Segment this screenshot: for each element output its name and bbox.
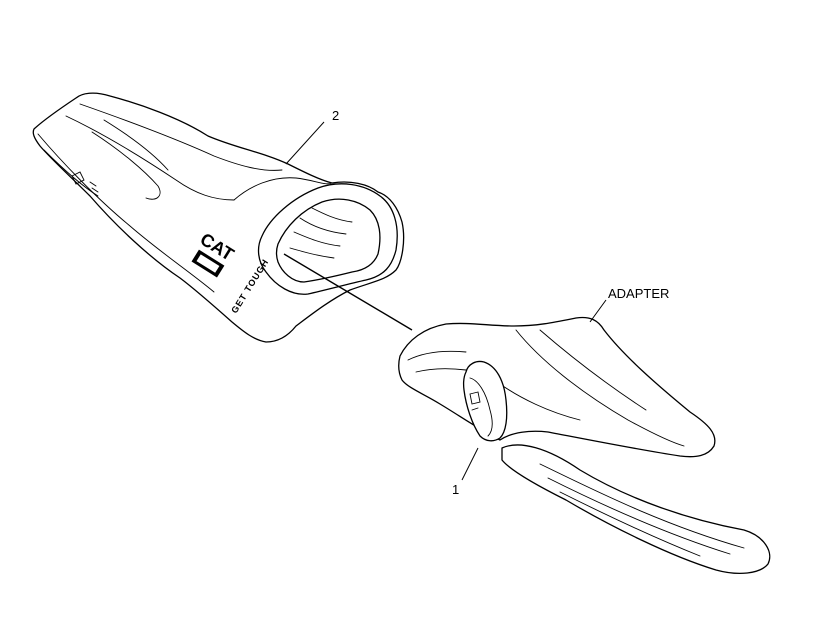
tip-wear-mark-2 [89,181,99,193]
leader-tip [285,121,325,165]
callout-adapter-label: ADAPTER [608,286,669,301]
socket-inner-line-2 [293,231,341,247]
tip-wear-mark [71,171,85,185]
tip-ridge-lower [91,131,161,200]
retainer-pin [462,360,508,442]
tip-ridge-face [103,119,169,171]
adapter-shank-ridge-1 [539,463,745,549]
callout-retainer-number: 1 [452,482,459,497]
tip-ridge-center [65,115,235,201]
adapter-nose-line [407,350,467,361]
adapter-shank-ridge-2 [547,477,731,555]
adapter-shank-ridge-3 [559,491,701,557]
retainer-pin-face [469,377,493,437]
tip-side-edge [37,133,215,293]
cat-logo-badge-inner [196,254,220,273]
adapter [398,316,771,575]
tip-shoulder-line [233,177,333,201]
socket-inner-line-1 [299,217,347,235]
callout-tip-number: 2 [332,108,339,123]
retainer-pin-slot [469,391,481,405]
adapter-nose-line-2 [415,368,467,373]
assembly-line [283,253,413,331]
adapter-body [398,316,716,458]
adapter-side-line [499,383,581,421]
adapter-top-ridge-2 [539,329,647,411]
leader-retainer [461,447,479,481]
bucket-tip: CAT GET TOUGH [32,92,405,343]
socket-inner-line-3 [289,247,335,259]
adapter-top-ridge [515,329,685,447]
retainer-pin-body [462,360,508,442]
retainer-pin-slot-2 [471,407,479,411]
tip-ridge-upper [79,103,283,171]
socket-inner-line-4 [311,207,353,223]
leader-adapter [589,299,607,323]
